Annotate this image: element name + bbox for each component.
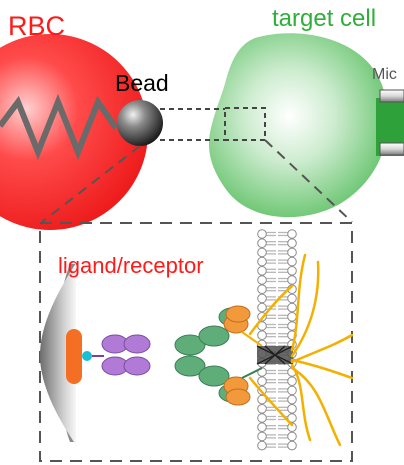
lipid-head	[257, 284, 267, 295]
lipid-head	[257, 293, 267, 304]
lipid-head	[257, 238, 267, 248]
zoom-leader-left	[41, 145, 141, 223]
zoom-leader-right	[264, 139, 353, 223]
lipid-head	[257, 330, 267, 341]
sphere-bead-icon	[117, 100, 163, 146]
lipid-head	[257, 394, 267, 405]
micropipette-icon	[376, 89, 404, 156]
glass-surface-body	[40, 263, 76, 445]
filament	[290, 333, 354, 364]
lipid-head	[257, 275, 267, 285]
target-cell-label: target cell	[272, 5, 376, 32]
cell-membrane	[257, 229, 297, 451]
receptor	[174, 305, 263, 406]
lipid-head	[287, 266, 297, 276]
lipid-head	[287, 238, 297, 248]
lipid-head	[287, 302, 297, 313]
target-cell	[208, 33, 389, 218]
bead-label: Bead	[115, 70, 169, 96]
rbc-label: RBC	[8, 11, 65, 41]
lipid-head	[287, 431, 297, 442]
lipid-head	[257, 422, 267, 433]
lipid-head	[257, 302, 267, 313]
lipid-head	[287, 404, 297, 414]
lipid-head	[287, 293, 297, 304]
cytoskeletal-filaments	[248, 253, 354, 447]
inset-title: ligand/receptor	[58, 253, 204, 278]
filament	[290, 260, 320, 358]
lipid-head	[257, 247, 267, 258]
lipid-head	[287, 312, 297, 322]
lipid-head	[287, 256, 297, 267]
filament	[290, 253, 307, 352]
filament	[290, 358, 354, 380]
lipid-head	[287, 385, 297, 396]
lipid-head	[287, 422, 297, 433]
lipid-head	[287, 376, 297, 387]
anchor-linker	[82, 351, 92, 361]
lipid-head	[287, 229, 297, 239]
lipid-head	[287, 247, 297, 258]
zoom-region	[224, 107, 266, 141]
rbc-cell	[0, 34, 148, 230]
lipid-head	[257, 413, 267, 423]
transmembrane-helices	[256, 345, 294, 365]
lipid-head	[257, 376, 267, 387]
filament	[248, 376, 294, 427]
lipid-head	[257, 229, 267, 239]
lipid-head	[257, 321, 267, 331]
ligand	[92, 334, 151, 376]
lipid-head	[257, 404, 267, 414]
lipid-head	[287, 440, 297, 451]
lipid-head	[257, 440, 267, 451]
micropipette-label: Mic	[372, 66, 397, 83]
lipid-head	[257, 431, 267, 442]
lipid-head	[287, 413, 297, 423]
anchor-protein	[66, 329, 82, 384]
lipid-head	[287, 275, 297, 285]
lipid-head	[257, 256, 267, 267]
spring	[0, 93, 119, 161]
filament	[248, 284, 294, 336]
lipid-head	[257, 266, 267, 276]
lipid-head	[287, 394, 297, 405]
filament	[290, 366, 342, 447]
inset-box	[39, 222, 353, 462]
